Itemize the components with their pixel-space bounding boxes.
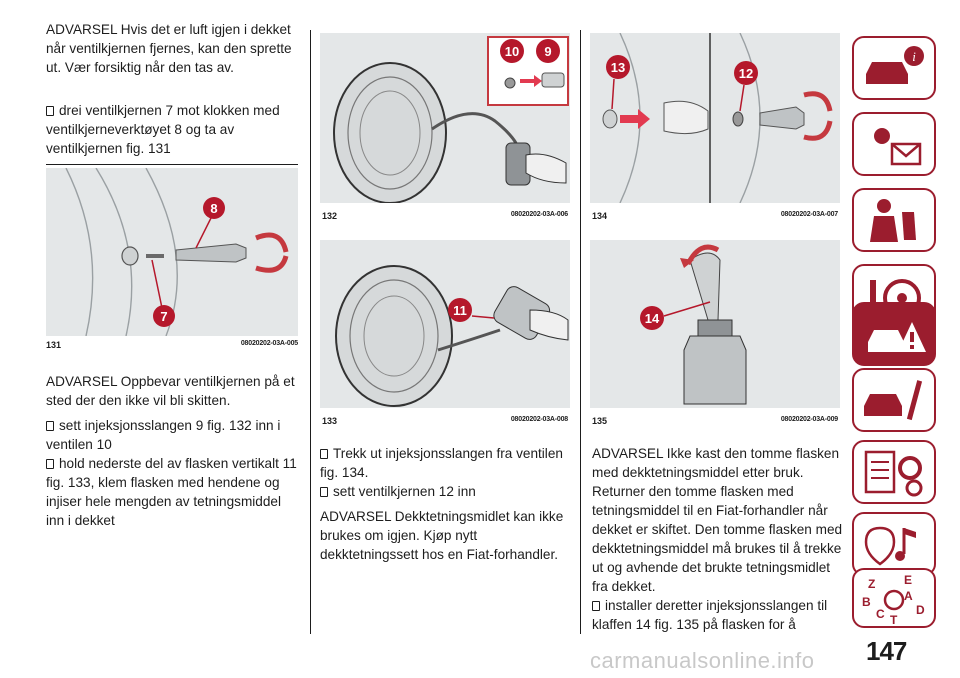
column-3-text: ADVARSEL Ikke kast den tomme flasken med… <box>592 444 844 634</box>
warning-text: ADVARSEL Hvis det er luft igjen i dekket… <box>46 22 292 75</box>
column-2-text: Trekk ut injeksjonsslangen fra ventilen … <box>320 444 572 570</box>
svg-text:T: T <box>890 613 898 626</box>
checkbox-bullet-icon <box>46 421 54 431</box>
figure-132-illustration: 10 9 <box>320 33 570 203</box>
divider <box>46 164 298 165</box>
tab-multimedia[interactable] <box>852 512 936 576</box>
figure-131-caption: 131 08020202-03A-005 <box>46 340 298 350</box>
callout-7 <box>153 305 175 327</box>
figure-133: 11 <box>320 240 570 408</box>
figure-131-illustration: 8 7 <box>46 168 298 336</box>
callout-14 <box>640 306 664 330</box>
figure-133-caption: 133 08020202-03A-008 <box>322 416 568 426</box>
tab-index[interactable]: Z E A B C D T <box>852 568 936 628</box>
svg-text:7: 7 <box>160 309 167 324</box>
svg-text:Z: Z <box>868 577 875 591</box>
warning-lights-icon <box>874 128 922 166</box>
index-icon: Z E A B C D T <box>862 573 925 627</box>
multimedia-icon <box>864 526 916 566</box>
svg-text:10: 10 <box>505 44 519 59</box>
instruction-bullet: drei ventilkjernen 7 mot klokken med ven… <box>46 103 280 156</box>
callout-10 <box>500 39 524 63</box>
instruction-bullet: installer deretter injeksjonsslangen til… <box>592 598 828 632</box>
figure-134: 13 12 <box>590 33 840 203</box>
figure-135-illustration: 14 <box>590 240 840 408</box>
checkbox-bullet-icon <box>320 449 328 459</box>
figure-132: 10 9 <box>320 33 570 203</box>
instruction-bullet: Trekk ut injeksjonsslangen fra ventilen … <box>320 446 563 480</box>
svg-text:8: 8 <box>210 201 217 216</box>
tab-specs[interactable] <box>852 440 936 504</box>
page-number: 147 <box>866 636 907 666</box>
svg-text:B: B <box>862 595 871 609</box>
figure-135: 14 <box>590 240 840 408</box>
svg-text:12: 12 <box>739 66 753 81</box>
checkbox-bullet-icon <box>320 487 328 497</box>
warning-text-4: ADVARSEL Ikke kast den tomme flasken med… <box>592 446 843 594</box>
checkbox-bullet-icon <box>592 601 600 611</box>
emergency-icon <box>868 322 926 352</box>
callout-8 <box>203 197 225 219</box>
tab-warning-lights[interactable] <box>852 112 936 176</box>
checkbox-bullet-icon <box>46 459 54 469</box>
warning-text-2: ADVARSEL Oppbevar ventilkjernen på et st… <box>46 374 295 408</box>
tab-emergency[interactable] <box>852 302 936 366</box>
column-separator <box>310 30 311 634</box>
instruction-bullet: hold nederste del av flasken vertikalt 1… <box>46 456 297 528</box>
svg-text:i: i <box>912 49 916 64</box>
instruction-bullet: sett ventilkjernen 12 inn <box>320 482 572 501</box>
figure-132-caption: 132 08020202-03A-006 <box>322 211 568 221</box>
figure-134-illustration: 13 12 <box>590 33 840 203</box>
tab-car-info[interactable]: i <box>852 36 936 100</box>
column-separator <box>580 30 581 634</box>
maintenance-icon <box>864 380 923 421</box>
warning-text-3: ADVARSEL Dekktetningsmidlet kan ikke bru… <box>320 509 564 562</box>
svg-text:13: 13 <box>611 60 625 75</box>
column-1-lower: ADVARSEL Oppbevar ventilkjernen på et st… <box>46 372 298 530</box>
figure-133-illustration: 11 <box>320 240 570 408</box>
svg-text:14: 14 <box>645 311 660 326</box>
seat-safety-icon <box>870 199 916 242</box>
svg-text:C: C <box>876 607 885 621</box>
checkbox-bullet-icon <box>46 106 54 116</box>
svg-text:D: D <box>916 603 925 617</box>
svg-text:9: 9 <box>544 44 551 59</box>
figure-134-caption: 134 08020202-03A-007 <box>592 211 838 221</box>
callout-11 <box>448 298 472 322</box>
watermark: carmanualsonline.info <box>590 648 815 673</box>
instruction-bullet: sett injeksjonsslangen 9 fig. 132 inn i … <box>46 418 281 452</box>
callout-13 <box>606 55 630 79</box>
svg-text:E: E <box>904 573 912 587</box>
column-1-bullet: drei ventilkjernen 7 mot klokken med ven… <box>46 101 298 158</box>
svg-text:A: A <box>904 589 913 603</box>
tab-maintenance[interactable] <box>852 368 936 432</box>
figure-135-caption: 135 08020202-03A-009 <box>592 416 838 426</box>
callout-9 <box>536 39 560 63</box>
tab-seat-safety[interactable] <box>852 188 936 252</box>
callout-12 <box>734 61 758 85</box>
figure-131: 8 7 <box>46 168 298 336</box>
column-1: ADVARSEL Hvis det er luft igjen i dekket… <box>46 20 298 83</box>
car-info-icon: i <box>866 46 924 84</box>
specs-icon <box>864 450 923 497</box>
svg-text:11: 11 <box>453 303 467 318</box>
